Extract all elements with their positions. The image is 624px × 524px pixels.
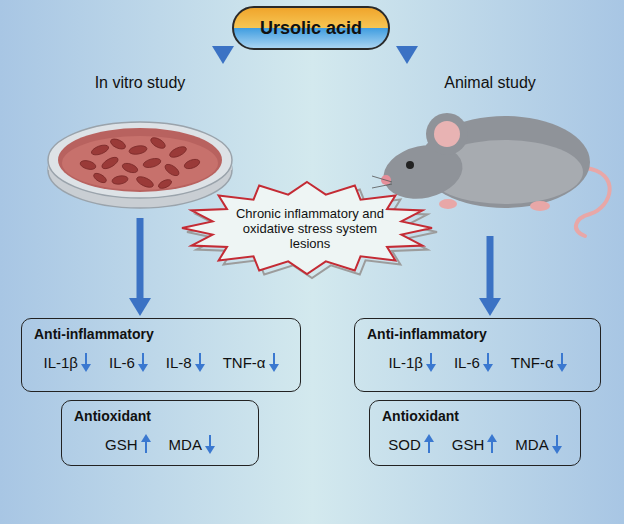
marker-item: GSH — [452, 434, 498, 454]
marker-name: IL-8 — [166, 354, 192, 371]
decrease-arrow — [426, 352, 436, 372]
marker-item: TNF-α — [223, 352, 279, 372]
decrease-arrow — [138, 352, 148, 372]
marker-row: IL-1β IL-6 TNF-α — [367, 352, 588, 372]
marker-name: IL-6 — [454, 354, 480, 371]
marker-name: MDA — [515, 436, 548, 453]
decrease-arrow — [552, 434, 562, 454]
marker-name: IL-1β — [43, 354, 77, 371]
effect-heading: Anti-inflammatory — [367, 326, 588, 342]
arrow-head — [129, 298, 151, 316]
study-label: Animal study — [395, 74, 585, 92]
marker-name: TNF-α — [511, 354, 554, 371]
effect-box: AntioxidantGSH MDA — [61, 400, 259, 466]
marker-item: TNF-α — [511, 352, 567, 372]
marker-name: SOD — [388, 436, 421, 453]
study-panel: Animal study — [395, 66, 585, 234]
compound-name: Ursolic acid — [260, 18, 362, 39]
arrow-shaft — [137, 218, 144, 302]
marker-item: IL-1β — [388, 352, 435, 372]
decrease-arrow — [195, 352, 205, 372]
arrow-head — [212, 46, 234, 64]
increase-arrow — [424, 434, 434, 454]
effect-box: Anti-inflammatoryIL-1β IL-6 IL-8 TNF-α — [21, 318, 301, 392]
marker-name: MDA — [169, 436, 202, 453]
marker-item: SOD — [388, 434, 434, 454]
effect-heading: Anti-inflammatory — [34, 326, 288, 342]
marker-item: MDA — [169, 434, 215, 454]
arrow-head — [396, 46, 418, 64]
increase-arrow — [487, 434, 497, 454]
decrease-arrow — [269, 352, 279, 372]
marker-row: GSH MDA — [74, 434, 246, 454]
marker-item: IL-1β — [43, 352, 90, 372]
marker-name: IL-6 — [109, 354, 135, 371]
flow-arrow — [212, 46, 234, 64]
marker-name: TNF-α — [223, 354, 266, 371]
decrease-arrow — [205, 434, 215, 454]
effect-heading: Antioxidant — [74, 408, 246, 424]
study-panel: In vitro study — [45, 66, 235, 216]
effect-box: AntioxidantSOD GSH MDA — [369, 400, 581, 466]
compound-capsule: Ursolic acid — [232, 6, 390, 50]
marker-name: IL-1β — [388, 354, 422, 371]
flow-arrow — [129, 218, 151, 316]
decrease-arrow — [483, 352, 493, 372]
marker-item: IL-8 — [166, 352, 205, 372]
effect-box: Anti-inflammatoryIL-1β IL-6 TNF-α — [354, 318, 601, 392]
increase-arrow — [141, 434, 151, 454]
petri-dish — [48, 122, 232, 208]
marker-item: GSH — [105, 434, 151, 454]
marker-item: IL-6 — [109, 352, 148, 372]
marker-item: MDA — [515, 434, 561, 454]
study-label: In vitro study — [45, 74, 235, 92]
flow-arrow — [396, 46, 418, 64]
arrow-shaft — [487, 236, 494, 302]
marker-item: IL-6 — [454, 352, 493, 372]
flow-arrow — [479, 236, 501, 316]
lesion-text: Chronic inflammatory and oxidative stres… — [235, 206, 385, 251]
lesion-starburst: Chronic inflammatory and oxidative stres… — [180, 180, 440, 280]
arrow-head — [479, 298, 501, 316]
marker-name: GSH — [105, 436, 138, 453]
decrease-arrow — [557, 352, 567, 372]
effect-heading: Antioxidant — [382, 408, 568, 424]
marker-row: IL-1β IL-6 IL-8 TNF-α — [34, 352, 288, 372]
marker-row: SOD GSH MDA — [382, 434, 568, 454]
marker-name: GSH — [452, 436, 485, 453]
decrease-arrow — [81, 352, 91, 372]
